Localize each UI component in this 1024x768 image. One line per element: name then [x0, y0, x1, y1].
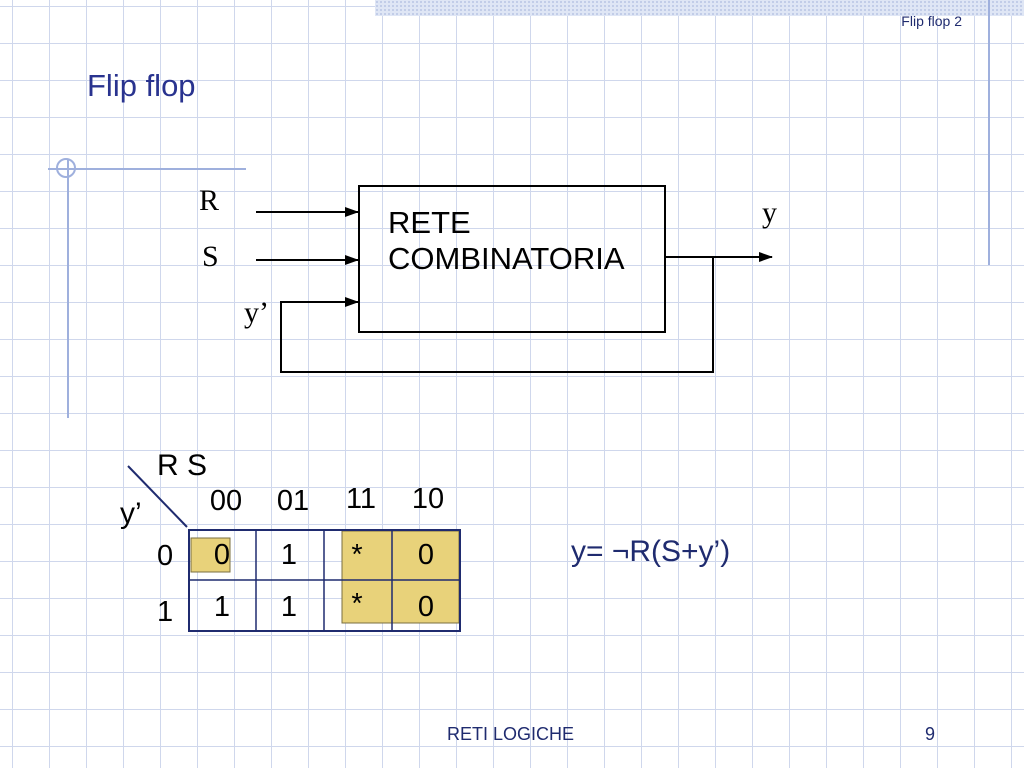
kmap-col-var-label: R S [157, 449, 208, 482]
slide-header: Flip flop 2 [901, 13, 962, 29]
kmap-cell: 0 [417, 539, 435, 571]
kmap-row-var-label: y’ [120, 497, 142, 530]
kmap-cell: 1 [213, 591, 231, 623]
title-decor-horizontal [48, 168, 246, 170]
kmap-row-header: 1 [157, 596, 174, 628]
combinational-network-box [358, 185, 666, 333]
kmap-highlight-left [190, 537, 231, 573]
feedback-loop [280, 256, 714, 373]
kmap-cell: 0 [417, 591, 435, 623]
kmap-cell: * [351, 539, 363, 571]
kmap-col-header: 11 [345, 483, 377, 515]
kmap-row-header: 0 [157, 540, 174, 572]
input-r-label: R [199, 184, 220, 217]
kmap-diagonal [127, 465, 188, 528]
top-decor-bar [375, 0, 1024, 16]
input-yprime-label: y’ [244, 296, 269, 329]
title-decor-vertical [67, 160, 69, 418]
slide-title: Flip flop [87, 68, 196, 103]
kmap-col-header: 00 [209, 485, 243, 517]
kmap-cell: 0 [213, 539, 231, 571]
kmap-cell: * [351, 588, 363, 620]
kmap-cell: 1 [280, 591, 298, 623]
input-s-label: S [202, 240, 219, 273]
box-line-2: COMBINATORIA [388, 241, 625, 276]
combinational-network-label: RETE COMBINATORIA [388, 205, 625, 277]
box-line-1: RETE [388, 205, 471, 240]
kmap-cell: 1 [280, 539, 298, 571]
boolean-formula: y= ¬R(S+y’) [571, 535, 731, 568]
footer-title: RETI LOGICHE [447, 724, 575, 744]
output-y-label: y [762, 196, 777, 229]
right-decor-line [988, 0, 990, 265]
page-number: 9 [925, 724, 936, 744]
kmap-col-header: 10 [411, 483, 445, 515]
kmap-col-header: 01 [276, 485, 310, 517]
title-decor-circle [56, 158, 76, 178]
